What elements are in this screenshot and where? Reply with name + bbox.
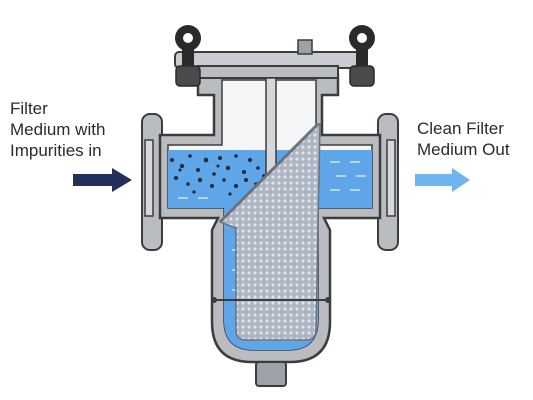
filter-mesh-basket [218,123,321,341]
inlet-label-line-1: Filter [10,99,48,118]
left-clamp-handle-icon [175,25,201,87]
inlet-label-line-2: Medium with [10,120,106,139]
inlet-arrow-icon [73,168,132,192]
inlet-label: Filter Medium with Impurities in [10,98,145,161]
drain-plug [255,361,287,387]
top-nut [297,39,313,55]
outlet-label-line-1: Clean Filter [417,119,504,138]
outlet-arrow-icon [415,168,470,192]
inlet-label-line-3: Impurities in [10,141,102,160]
inlet-flange [141,113,163,251]
outlet-label: Clean Filter Medium Out [417,118,532,160]
outlet-label-line-2: Medium Out [417,140,510,159]
right-clamp-handle-icon [349,25,375,87]
